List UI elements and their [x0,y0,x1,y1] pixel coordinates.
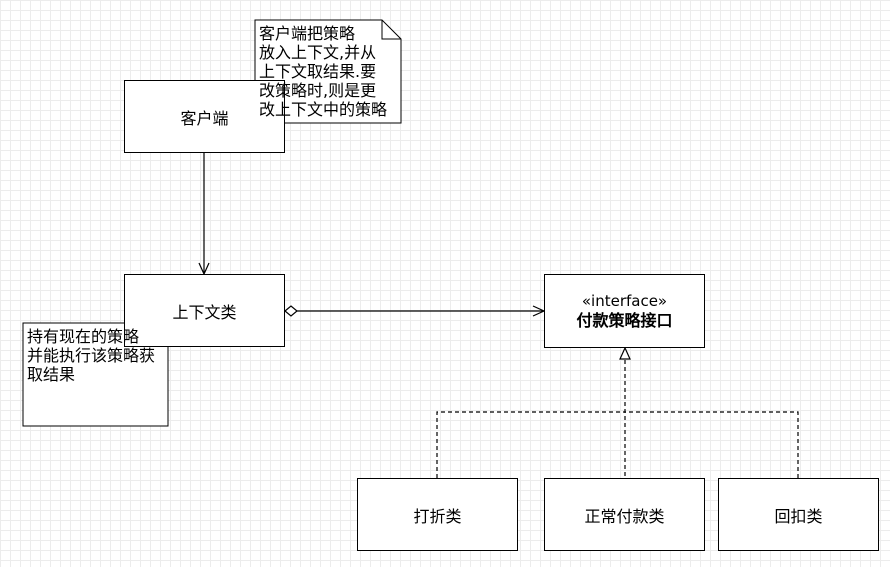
client-note-line: 客户端把策略 [259,24,356,43]
normal-payment-class-box[interactable]: 正常付款类 [544,478,705,551]
client-note-line: 改上下文中的策略 [259,100,388,119]
payment-strategy-interface-box[interactable]: «interface» 付款策略接口 [544,274,705,348]
realization-branch-discount [436,411,625,478]
normal-payment-class-label: 正常付款类 [584,506,665,526]
context-note-line: 取结果 [27,365,76,384]
interface-stereotype: «interface» [581,292,668,310]
context-note-line: 并能执行该策略获 [27,346,156,365]
context-class-label: 上下文类 [172,302,237,322]
client-note: 客户端把策略 放入上下文,并从 上下文取结果.要 改策略时,则是更 改上下文中的… [259,24,387,119]
realization-branch-rebate [625,411,799,478]
context-note-line: 持有现在的策略 [27,327,140,346]
discount-class-box[interactable]: 打折类 [357,478,518,551]
aggregation-diamond-icon [284,305,298,317]
realization-triangle-icon [619,346,631,360]
context-note: 持有现在的策略 并能执行该策略获 取结果 [27,327,155,384]
discount-class-label: 打折类 [413,506,462,526]
context-class-box[interactable]: 上下文类 [124,274,285,347]
interface-name: 付款策略接口 [576,311,673,330]
client-note-line: 上下文取结果.要 [259,62,377,81]
client-note-line: 放入上下文,并从 [259,43,377,62]
client-note-line: 改策略时,则是更 [259,81,377,100]
client-class-box[interactable]: 客户端 [124,80,285,153]
realization-connectors [436,360,799,478]
client-class-label: 客户端 [180,108,229,128]
rebate-class-box[interactable]: 回扣类 [718,478,879,551]
rebate-class-label: 回扣类 [774,506,823,526]
